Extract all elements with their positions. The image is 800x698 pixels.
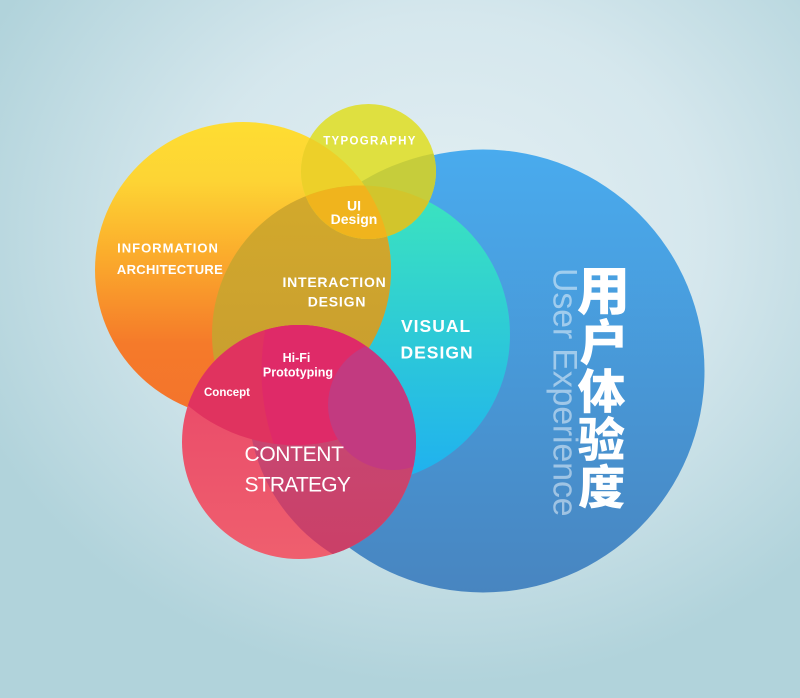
svg-text:Concept: Concept xyxy=(204,387,250,399)
svg-text:INTERACTION: INTERACTION xyxy=(283,274,387,290)
svg-text:INFORMATION: INFORMATION xyxy=(117,241,219,256)
svg-text:UI: UI xyxy=(347,198,361,214)
svg-text:DESIGN: DESIGN xyxy=(401,342,474,362)
svg-text:Design: Design xyxy=(331,211,378,227)
svg-text:User Experience: User Experience xyxy=(546,268,584,516)
svg-text:Prototyping: Prototyping xyxy=(263,366,333,380)
svg-text:DESIGN: DESIGN xyxy=(308,294,366,310)
svg-text:ARCHITECTURE: ARCHITECTURE xyxy=(117,262,223,277)
svg-text:TYPOGRAPHY: TYPOGRAPHY xyxy=(323,136,417,148)
svg-text:CONTENT: CONTENT xyxy=(245,443,345,466)
svg-text:VISUAL: VISUAL xyxy=(401,316,471,336)
svg-text:Hi-Fi: Hi-Fi xyxy=(283,351,311,365)
svg-text:STRATEGY: STRATEGY xyxy=(245,474,351,497)
